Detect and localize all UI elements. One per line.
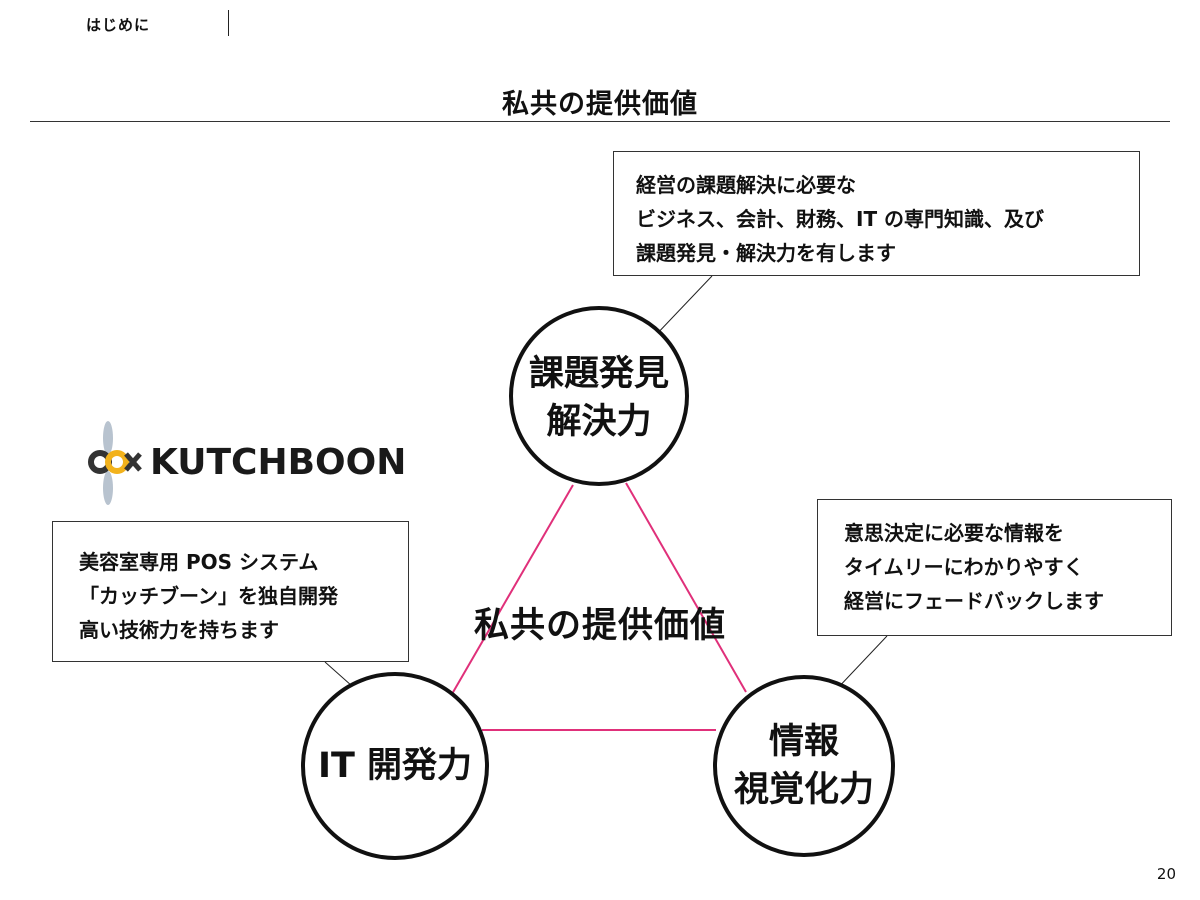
section-separator xyxy=(228,10,229,36)
diagram-center-label: 私共の提供価値 xyxy=(473,606,726,646)
node-label-visualization: 情報 視覚化力 xyxy=(715,718,893,814)
callout-top-line: 経営の課題解決に必要な xyxy=(636,173,856,197)
section-label: はじめに xyxy=(86,16,151,34)
leader-line-left xyxy=(324,661,353,687)
node-label-problem-solving: 課題発見 解決力 xyxy=(511,350,687,446)
node-circle-it-development xyxy=(301,672,489,860)
edge-top-left xyxy=(451,484,574,695)
node-circle-problem-solving xyxy=(509,306,689,486)
callout-left-line: 「カッチブーン」を独自開発 xyxy=(79,584,338,608)
node-label-it-development: IT 開発力 xyxy=(303,742,487,790)
callout-left-line: 美容室専用 POS システム xyxy=(79,550,319,574)
title-divider xyxy=(30,121,1170,122)
leader-line-top xyxy=(652,275,713,339)
callout-right-line: 意思決定に必要な情報を xyxy=(844,521,1064,545)
callout-top-line: 課題発見・解決力を有します xyxy=(636,241,896,265)
callout-right-line: 経営にフェードバックします xyxy=(844,589,1104,613)
node-problem-solving-line1: 課題発見 xyxy=(528,354,669,394)
leader-line-right xyxy=(833,635,888,693)
page-title: 私共の提供価値 xyxy=(502,89,698,120)
node-visualization-line1: 情報 xyxy=(768,722,839,762)
page-number: 20 xyxy=(1156,865,1176,883)
callout-left-line: 高い技術力を持ちます xyxy=(79,618,279,642)
edge-top-right xyxy=(625,482,747,693)
node-problem-solving-line2: 解決力 xyxy=(546,402,652,442)
node-it-development-line1: IT 開発力 xyxy=(317,746,473,786)
kutchboon-logo-text: KUTCHBOON xyxy=(150,442,407,483)
kutchboon-logo-icon xyxy=(88,421,142,505)
callout-visualization: 意思決定に必要な情報を タイムリーにわかりやすく 経営にフェードバックします xyxy=(817,499,1172,636)
callout-it-development: 美容室専用 POS システム 「カッチブーン」を独自開発 高い技術力を持ちます xyxy=(52,521,409,662)
callout-right-line: タイムリーにわかりやすく xyxy=(844,555,1084,579)
callout-problem-solving: 経営の課題解決に必要な ビジネス、会計、財務、IT の専門知識、及び 課題発見・… xyxy=(613,151,1140,276)
callout-top-line: ビジネス、会計、財務、IT の専門知識、及び xyxy=(636,207,1045,231)
node-circle-visualization xyxy=(713,675,895,857)
node-visualization-line2: 視覚化力 xyxy=(733,770,874,810)
